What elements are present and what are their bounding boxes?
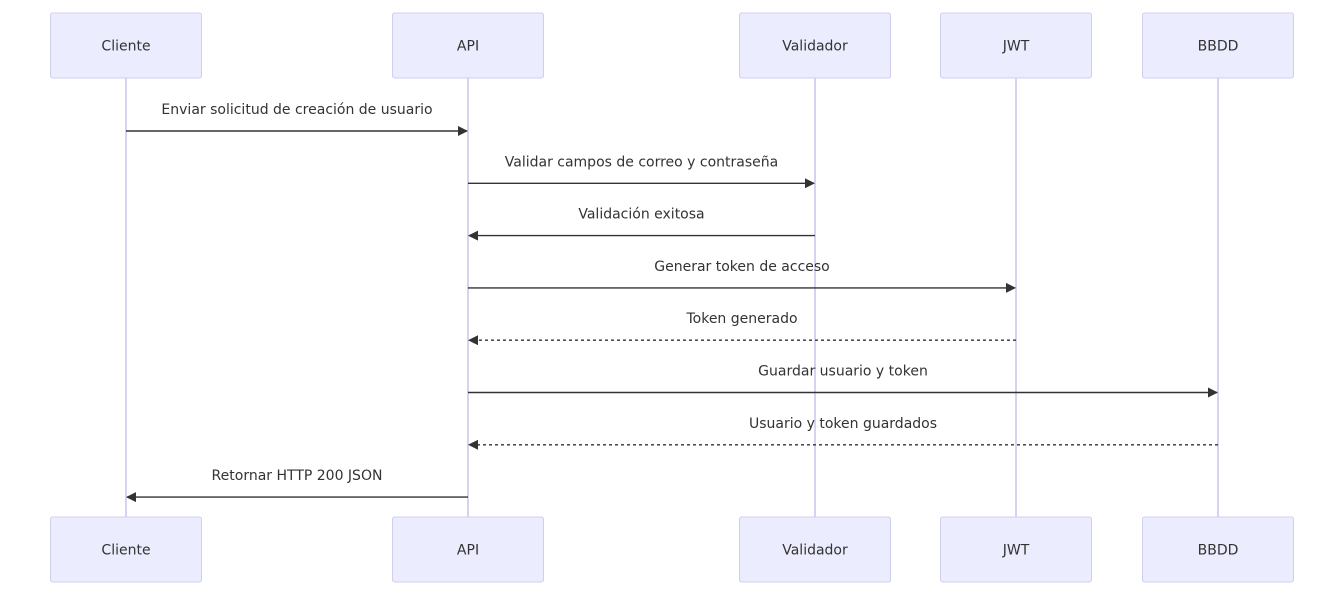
- message-1: Enviar solicitud de creación de usuario: [126, 102, 468, 136]
- actor-bbdd-bottom: BBDD: [1142, 516, 1294, 583]
- actor-box: [940, 516, 1092, 583]
- actor-box: [392, 12, 544, 79]
- actor-cliente-bottom: Cliente: [50, 516, 202, 583]
- actor-validador-bottom: Validador: [739, 516, 891, 583]
- actor-box: [392, 516, 544, 583]
- actor-label: BBDD: [1198, 39, 1239, 55]
- actor-validador-top: Validador: [739, 12, 891, 79]
- lifelines: [125, 78, 1219, 517]
- message-4: Generar token de acceso: [468, 259, 1016, 293]
- message-2: Validar campos de correo y contraseña: [468, 154, 815, 189]
- actor-label: Validador: [782, 543, 848, 559]
- actor-cliente-top: Cliente: [50, 12, 202, 79]
- actor-box: [1142, 516, 1294, 583]
- message-label: Usuario y token guardados: [749, 416, 937, 432]
- actor-label: API: [457, 39, 479, 55]
- actor-label: Cliente: [101, 543, 150, 559]
- message-label: Validación exitosa: [578, 207, 704, 223]
- message-5: Token generado: [468, 311, 1016, 346]
- actor-box: [1142, 12, 1294, 79]
- message-6: Guardar usuario y token: [468, 364, 1218, 398]
- message-label: Token generado: [685, 311, 797, 327]
- message-7: Usuario y token guardados: [468, 416, 1218, 450]
- actor-box: [50, 516, 202, 583]
- actor-label: JWT: [1002, 543, 1030, 559]
- actor-box: [940, 12, 1092, 79]
- actor-label: Validador: [782, 39, 848, 55]
- actor-jwt-top: JWT: [940, 12, 1092, 79]
- message-label: Guardar usuario y token: [758, 364, 928, 380]
- message-label: Enviar solicitud de creación de usuario: [161, 102, 432, 118]
- actor-box: [50, 12, 202, 79]
- message-8: Retornar HTTP 200 JSON: [126, 468, 468, 503]
- actor-label: BBDD: [1198, 543, 1239, 559]
- actor-box: [739, 12, 891, 79]
- actor-bbdd-top: BBDD: [1142, 12, 1294, 79]
- actors-bottom: Cliente API Validador JWT BBDD: [50, 516, 1294, 583]
- actor-label: Cliente: [101, 39, 150, 55]
- message-label: Retornar HTTP 200 JSON: [212, 468, 383, 484]
- actors-top: Cliente API Validador JWT BBDD: [50, 12, 1294, 79]
- message-3: Validación exitosa: [468, 207, 815, 241]
- actor-api-bottom: API: [392, 516, 544, 583]
- actor-jwt-bottom: JWT: [940, 516, 1092, 583]
- messages: Enviar solicitud de creación de usuarioV…: [126, 102, 1218, 503]
- actor-label: JWT: [1002, 39, 1030, 55]
- actor-box: [739, 516, 891, 583]
- actor-api-top: API: [392, 12, 544, 79]
- actor-label: API: [457, 543, 479, 559]
- message-label: Validar campos de correo y contraseña: [505, 154, 779, 170]
- message-label: Generar token de acceso: [654, 259, 830, 275]
